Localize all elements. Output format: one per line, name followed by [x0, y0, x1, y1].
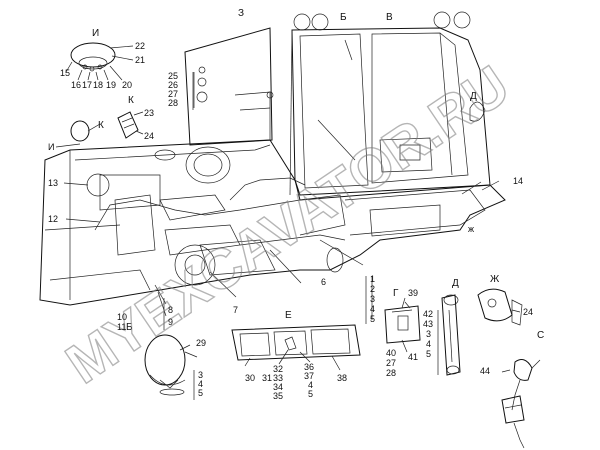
detail-lightbar-e: Е: [231, 310, 361, 361]
view-label-k-arrow: К: [98, 120, 104, 131]
callout-numbers: 22 21 15 16 17 18 19 20 23 24 25 26 27 2…: [48, 12, 533, 401]
callout-8: 8: [168, 305, 173, 315]
callout-44: 44: [480, 366, 490, 376]
callout-31: 31: [262, 373, 272, 383]
view-label-i-arrow: И: [48, 142, 54, 152]
callout-33: 33: [273, 373, 283, 383]
view-label-c: С: [537, 330, 544, 341]
view-label-d-arrow: Д: [470, 91, 477, 102]
detail-panel-z: З: [184, 8, 274, 146]
callout-28-g: 28: [386, 368, 396, 378]
callout-15: 15: [60, 68, 70, 78]
view-label-d: Д: [452, 278, 459, 289]
callout-21: 21: [135, 55, 145, 65]
detail-relay-g: Г: [384, 288, 421, 344]
callout-34: 34: [273, 382, 283, 392]
callout-10: 10: [117, 312, 127, 322]
view-label-e: Е: [285, 310, 292, 321]
callout-26: 26: [168, 80, 178, 90]
view-label-z: З: [238, 8, 244, 19]
callout-b-4: 4: [198, 379, 203, 389]
callout-35: 35: [273, 391, 283, 401]
callout-d-4: 4: [426, 339, 431, 349]
watermark: MYEXCAVATOR.RU: [54, 52, 521, 396]
callout-e-5: 5: [308, 389, 313, 399]
callout-18: 18: [93, 80, 103, 90]
view-label-b-arrow: Б: [340, 12, 347, 23]
callout-24-zh: 24: [523, 307, 533, 317]
callout-13: 13: [48, 178, 58, 188]
callout-20: 20: [122, 80, 132, 90]
operator-cab: [289, 11, 491, 196]
callout-27-z: 27: [168, 89, 178, 99]
callout-39: 39: [408, 288, 418, 298]
callout-19: 19: [106, 80, 116, 90]
view-label-zh-small: ж: [468, 224, 474, 234]
callout-23: 23: [144, 108, 154, 118]
callout-41: 41: [408, 352, 418, 362]
callout-17: 17: [82, 80, 92, 90]
callout-38: 38: [337, 373, 347, 383]
callout-12: 12: [48, 214, 58, 224]
callout-32: 32: [273, 364, 283, 374]
callout-36: 36: [304, 362, 314, 372]
callout-3: 3: [370, 294, 375, 304]
view-label-b: Б: [126, 322, 133, 333]
callout-6: 6: [321, 277, 326, 287]
callout-b-3: 3: [198, 370, 203, 380]
detail-switch-k: К К И: [48, 95, 144, 152]
callout-4: 4: [370, 304, 375, 314]
callout-28-z: 28: [168, 98, 178, 108]
leader-lines: [63, 72, 521, 400]
callout-42: 42: [423, 309, 433, 319]
callout-7: 7: [233, 305, 238, 315]
callout-2: 2: [370, 284, 375, 294]
callout-43: 43: [423, 319, 433, 329]
callout-30: 30: [245, 373, 255, 383]
detail-sensor-zh: Ж С: [477, 274, 544, 341]
callout-27-g: 27: [386, 358, 396, 368]
callout-d-3: 3: [426, 329, 431, 339]
watermark-text: MYEXCAVATOR.RU: [55, 53, 520, 395]
detail-panel-d: Д: [441, 278, 461, 376]
detail-connector-44: [501, 359, 541, 449]
callout-37: 37: [304, 371, 314, 381]
view-label-v: В: [386, 12, 393, 23]
callout-40: 40: [386, 348, 396, 358]
view-label-g: Г: [393, 288, 399, 299]
callout-5: 5: [370, 314, 375, 324]
detail-lamp-i: И: [65, 28, 134, 81]
callout-29: 29: [196, 338, 206, 348]
callout-9: 9: [168, 317, 173, 327]
callout-e-4: 4: [308, 380, 313, 390]
callout-25: 25: [168, 71, 178, 81]
callout-16: 16: [71, 80, 81, 90]
callout-d-5: 5: [426, 349, 431, 359]
callout-14: 14: [513, 176, 523, 186]
callout-1: 1: [370, 274, 375, 284]
callout-11: 11: [117, 322, 126, 332]
view-label-k: К: [128, 95, 134, 106]
main-machine-body: [39, 139, 506, 306]
callout-b-5: 5: [198, 388, 203, 398]
detail-lamp-b: Б: [126, 322, 191, 396]
callout-24-k: 24: [144, 131, 154, 141]
callout-22: 22: [135, 41, 145, 51]
view-label-zh: Ж: [490, 274, 500, 285]
view-label-i: И: [92, 28, 99, 39]
